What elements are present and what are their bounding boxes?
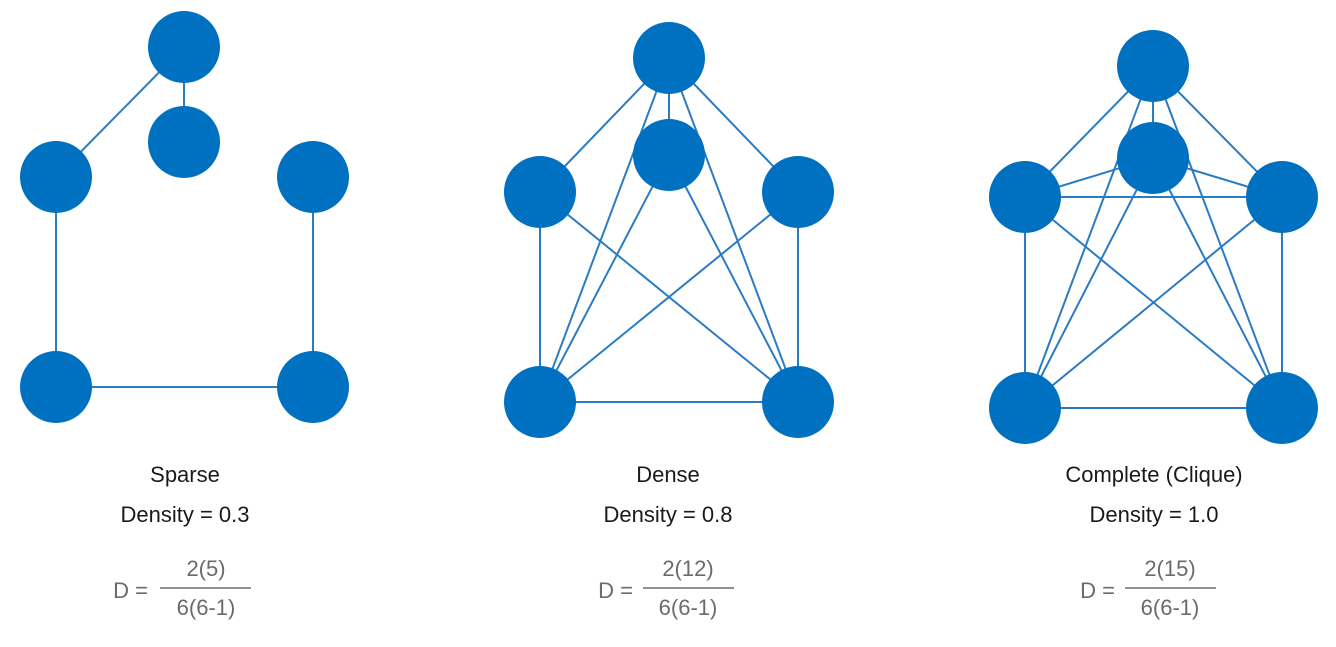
- density-value: Density = 1.0: [1089, 502, 1218, 527]
- complete-nodes: [989, 30, 1318, 444]
- formula-lhs: D =: [1080, 578, 1115, 603]
- graph-node: [277, 351, 349, 423]
- formula-numerator: 2(5): [186, 556, 225, 581]
- graph-node: [762, 156, 834, 228]
- graph-node: [633, 119, 705, 191]
- formula-denominator: 6(6-1): [659, 595, 718, 620]
- panel-complete: Complete (Clique) Density = 1.0 D = 2(15…: [989, 30, 1318, 620]
- edge: [539, 191, 799, 403]
- graph-node: [1246, 161, 1318, 233]
- density-formula: D = 2(5) 6(6-1): [113, 556, 251, 620]
- graph-node: [989, 372, 1061, 444]
- graph-node: [20, 141, 92, 213]
- density-formula: D = 2(15) 6(6-1): [1080, 556, 1216, 620]
- graph-node: [148, 11, 220, 83]
- edge: [1152, 65, 1283, 409]
- formula-lhs: D =: [598, 578, 633, 603]
- density-value: Density = 0.3: [120, 502, 249, 527]
- graph-node: [762, 366, 834, 438]
- density-formula: D = 2(12) 6(6-1): [598, 556, 734, 620]
- panel-dense: Dense Density = 0.8 D = 2(12) 6(6-1): [504, 22, 834, 620]
- graph-node: [1117, 122, 1189, 194]
- graph-node: [504, 156, 576, 228]
- formula-denominator: 6(6-1): [177, 595, 236, 620]
- edge: [1024, 157, 1154, 409]
- sparse-edges: [55, 46, 314, 388]
- edge: [668, 57, 799, 403]
- edge: [1024, 65, 1154, 409]
- graph-node: [633, 22, 705, 94]
- panel-sparse: Sparse Density = 0.3 D = 2(5) 6(6-1): [20, 11, 349, 620]
- edge: [539, 154, 670, 403]
- formula-numerator: 2(15): [1144, 556, 1195, 581]
- dense-edges: [539, 57, 799, 403]
- density-value: Density = 0.8: [603, 502, 732, 527]
- graph-node: [989, 161, 1061, 233]
- graph-node: [1117, 30, 1189, 102]
- edge: [539, 57, 670, 403]
- formula-denominator: 6(6-1): [1141, 595, 1200, 620]
- graph-node: [20, 351, 92, 423]
- edge: [1152, 157, 1283, 409]
- sparse-nodes: [20, 11, 349, 423]
- formula-lhs: D =: [113, 578, 148, 603]
- complete-edges: [1024, 65, 1283, 409]
- dense-nodes: [504, 22, 834, 438]
- panel-title: Dense: [636, 462, 700, 487]
- graph-node: [1246, 372, 1318, 444]
- edge: [668, 154, 799, 403]
- graph-node: [504, 366, 576, 438]
- graph-node: [277, 141, 349, 213]
- graph-node: [148, 106, 220, 178]
- formula-numerator: 2(12): [662, 556, 713, 581]
- edge: [1024, 196, 1283, 409]
- panel-title: Complete (Clique): [1065, 462, 1242, 487]
- panel-title: Sparse: [150, 462, 220, 487]
